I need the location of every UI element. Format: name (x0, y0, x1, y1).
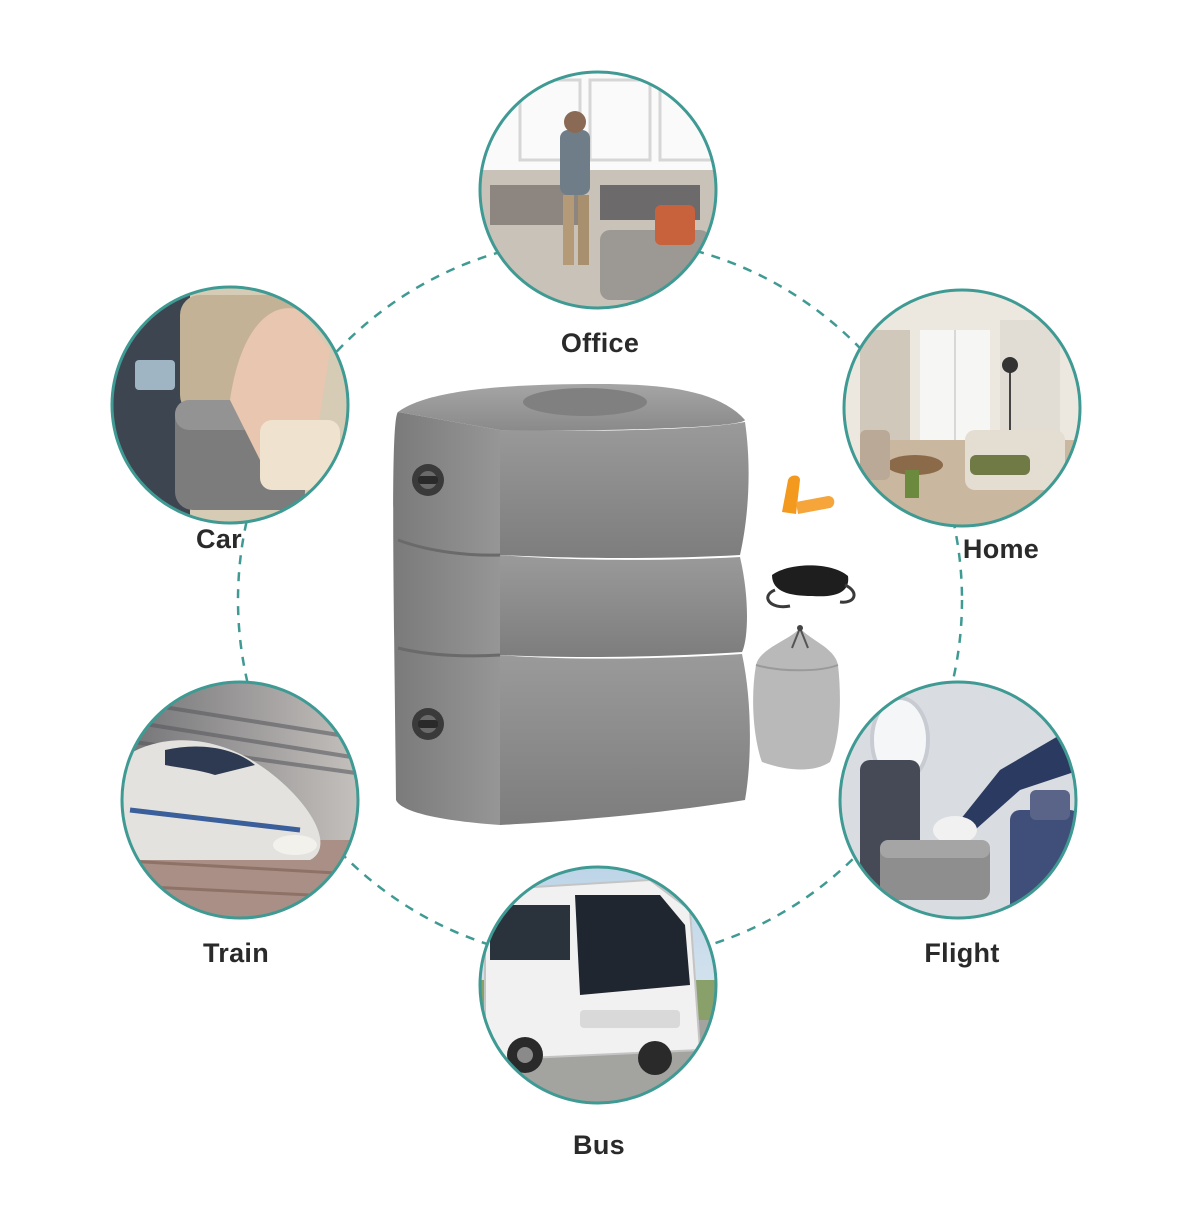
car-scene (110, 285, 350, 525)
label-home: Home (962, 534, 1040, 564)
train-scene-photo (122, 682, 358, 918)
label-train: Train (202, 938, 270, 968)
flight-scene (838, 680, 1078, 920)
label-flight: Flight (924, 938, 1000, 968)
label-office: Office (560, 328, 640, 358)
office-scene (478, 70, 718, 310)
ear-plugs (782, 475, 835, 514)
home-scene-photo (844, 290, 1080, 526)
air-valve-bottom (412, 708, 444, 740)
label-bus: Bus (573, 1130, 625, 1160)
inflatable-foot-pillow (393, 384, 750, 825)
bus-scene-photo (480, 867, 716, 1103)
home-scene (842, 288, 1082, 528)
office-scene-photo (480, 72, 716, 308)
train-scene (120, 680, 360, 920)
sleep-eye-mask (766, 565, 856, 609)
car-scene-photo (112, 287, 348, 523)
bus-scene (478, 865, 718, 1105)
storage-drawstring-bag (753, 625, 840, 770)
label-car: Car (196, 524, 242, 554)
air-valve-top (412, 464, 444, 496)
